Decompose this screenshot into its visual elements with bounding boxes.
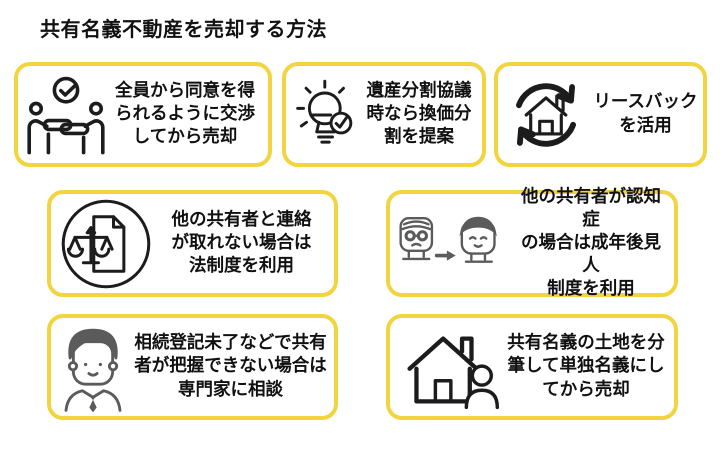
elderly-to-young-icon: [395, 210, 511, 278]
house-refresh-icon: [501, 70, 591, 160]
house-person-icon: [398, 324, 502, 410]
handshake-check-icon: [26, 74, 106, 156]
lightbulb-check-icon: [294, 72, 360, 158]
scales-document-icon: [59, 197, 153, 291]
page-title: 共有名義不動産を売却する方法: [40, 17, 327, 41]
card-land-subdivision: 共有名義の土地を分 筆して単独名義にし てから売却: [386, 314, 678, 420]
card-text: 共有名義の土地を分 筆して単独名義にし てから売却: [507, 333, 665, 400]
card-text: 相続登記未了などで共有 者が把握できない場合は 専門家に相談: [134, 333, 327, 400]
card-adult-guardianship: 他の共有者が認知症 の場合は成年後見人 制度を利用: [386, 187, 678, 299]
card-consult-expert: 相続登記未了などで共有 者が把握できない場合は 専門家に相談: [47, 314, 338, 420]
card-text: リースバック を活用: [593, 92, 698, 136]
card-text: 他の共有者と連絡 が取れない場合は 法制度を利用: [171, 209, 312, 277]
card-text: 遺産分割協議 時なら換価分 割を提案: [366, 80, 472, 148]
card-leaseback: リースバック を活用: [494, 62, 707, 167]
card-text: 全員から同意を得 られるように交渉 してから売却: [115, 80, 255, 148]
card-legal-system: 他の共有者と連絡 が取れない場合は 法制度を利用: [47, 190, 338, 297]
card-conversion-division: 遺産分割協議 時なら換価分 割を提案: [282, 62, 486, 167]
card-text: 他の共有者が認知症 の場合は成年後見人 制度を利用: [521, 186, 661, 300]
businessman-icon: [56, 322, 130, 412]
card-negotiate-consent: 全員から同意を得 られるように交渉 してから売却: [14, 62, 272, 167]
